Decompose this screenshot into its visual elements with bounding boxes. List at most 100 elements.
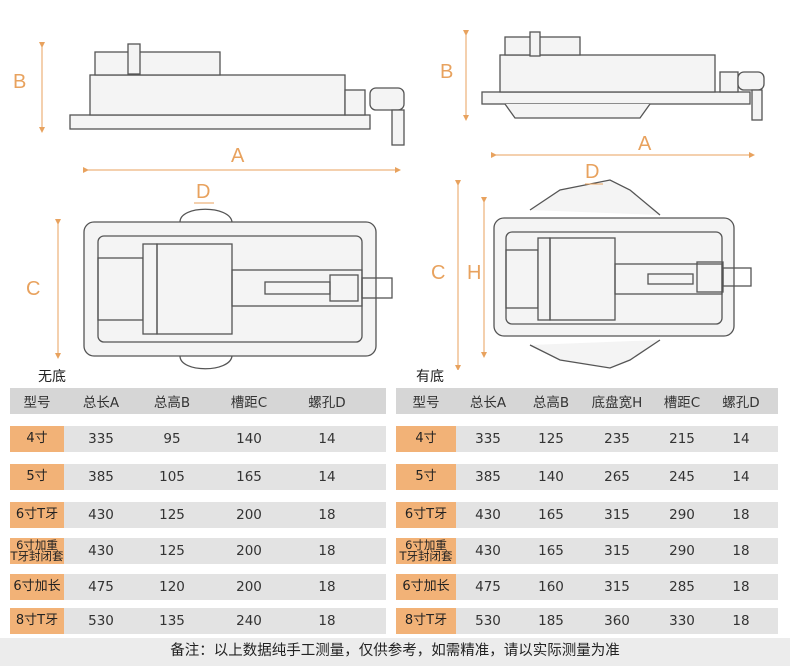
- value-cell: 18: [318, 579, 336, 595]
- value-cell: 14: [318, 469, 336, 485]
- dim-label-a-right: A: [638, 133, 652, 155]
- model-cell: 6寸T牙: [10, 502, 64, 528]
- header-cell: 槽距C: [230, 395, 268, 411]
- value-cell: 475: [88, 579, 114, 595]
- header-cell: 型号: [23, 395, 51, 411]
- value-cell: 335: [88, 431, 114, 447]
- value-cell: 185: [538, 613, 564, 629]
- value-cell: 335: [475, 431, 501, 447]
- value-cell: 235: [604, 431, 630, 447]
- value-cell: 18: [318, 507, 336, 523]
- value-cell: 265: [604, 469, 630, 485]
- technical-drawings: B A D C B A D C H: [13, 30, 765, 370]
- dim-label-d-right: D: [585, 161, 600, 183]
- table-row: 4寸 335 95 140 14: [10, 426, 386, 452]
- vise-drawings-svg: [39, 30, 765, 370]
- table-row: 6寸加长 475 160 315 285 18: [396, 574, 778, 600]
- value-cell: 125: [159, 543, 185, 559]
- value-cell: 430: [475, 543, 501, 559]
- dim-label-a-left: A: [231, 145, 245, 167]
- header-cell: 总长A: [82, 395, 120, 411]
- table-row: 6寸T牙 430 165 315 290 18: [396, 502, 778, 528]
- table-row: 6寸T牙 430 125 200 18: [10, 502, 386, 528]
- header-cell: 螺孔D: [308, 395, 346, 411]
- value-cell: 125: [538, 431, 564, 447]
- table-row: 8寸T牙 530 185 360 330 18: [396, 608, 778, 634]
- value-cell: 18: [732, 613, 750, 629]
- value-cell: 430: [475, 507, 501, 523]
- model-cell: 5寸: [10, 464, 64, 490]
- value-cell: 165: [236, 469, 262, 485]
- header-cell: 螺孔D: [722, 395, 760, 411]
- header-cell: 总长A: [469, 395, 507, 411]
- dim-label-c-left: C: [26, 278, 41, 300]
- table-left: 无底 型号 总长A 总高B 槽距C 螺孔D 4寸 335 95 140 14 5…: [10, 368, 386, 634]
- value-cell: 285: [669, 579, 695, 595]
- right-top-view: [493, 179, 752, 369]
- left-top-view: [83, 208, 393, 370]
- model-cell: 8寸T牙: [10, 608, 64, 634]
- value-cell: 135: [159, 613, 185, 629]
- model-cell: 8寸T牙: [396, 608, 456, 634]
- table-row: 5寸 385 105 165 14: [10, 464, 386, 490]
- value-cell: 530: [475, 613, 501, 629]
- header-cell: 总高B: [532, 395, 570, 411]
- model-cell: 6寸T牙: [396, 502, 456, 528]
- header-cell: 型号: [412, 395, 440, 411]
- value-cell: 200: [236, 507, 262, 523]
- value-cell: 125: [159, 507, 185, 523]
- right-side-view: [481, 31, 765, 121]
- value-cell: 18: [318, 543, 336, 559]
- model-cell: 4寸: [396, 426, 456, 452]
- value-cell: 18: [318, 613, 336, 629]
- value-cell: 160: [538, 579, 564, 595]
- value-cell: 240: [236, 613, 262, 629]
- value-cell: 290: [669, 507, 695, 523]
- header-cell: 总高B: [153, 395, 191, 411]
- value-cell: 315: [604, 543, 630, 559]
- value-cell: 530: [88, 613, 114, 629]
- header-cell: 底盘宽H: [591, 395, 643, 411]
- left-side-view: [69, 43, 405, 146]
- value-cell: 120: [159, 579, 185, 595]
- model-cell: 6寸加长: [396, 574, 456, 600]
- value-cell: 290: [669, 543, 695, 559]
- value-cell: 360: [604, 613, 630, 629]
- footer-note: 备注：以上数据纯手工测量，仅供参考，如需精准，请以实际测量为准: [0, 638, 790, 666]
- dim-label-c-right: C: [431, 262, 446, 284]
- value-cell: 385: [88, 469, 114, 485]
- table-left-title: 无底: [38, 369, 66, 385]
- dim-label-b-right: B: [440, 61, 454, 83]
- value-cell: 140: [236, 431, 262, 447]
- dim-label-b-left: B: [13, 71, 27, 93]
- table-right: 有底 型号 总长A 总高B 底盘宽H 槽距C 螺孔D 4寸 335 125 23…: [396, 368, 778, 634]
- model-cell: 4寸: [10, 426, 64, 452]
- table-row: 6寸加长 475 120 200 18: [10, 574, 386, 600]
- dim-label-h-right: H: [467, 262, 482, 284]
- value-cell: 165: [538, 507, 564, 523]
- dim-label-d-left: D: [196, 181, 211, 203]
- value-cell: 165: [538, 543, 564, 559]
- value-cell: 200: [236, 579, 262, 595]
- value-cell: 18: [732, 507, 750, 523]
- value-cell: 140: [538, 469, 564, 485]
- value-cell: 475: [475, 579, 501, 595]
- value-cell: 14: [732, 469, 750, 485]
- value-cell: 430: [88, 543, 114, 559]
- table-row: 8寸T牙 530 135 240 18: [10, 608, 386, 634]
- table-row: 4寸 335 125 235 215 14: [396, 426, 778, 452]
- value-cell: 14: [732, 431, 750, 447]
- value-cell: 18: [732, 579, 750, 595]
- model-cell: 6寸加长: [10, 574, 64, 600]
- value-cell: 105: [159, 469, 185, 485]
- value-cell: 330: [669, 613, 695, 629]
- value-cell: 18: [732, 543, 750, 559]
- value-cell: 315: [604, 579, 630, 595]
- table-left-header: 型号 总长A 总高B 槽距C 螺孔D: [10, 388, 386, 414]
- table-right-header: 型号 总长A 总高B 底盘宽H 槽距C 螺孔D: [396, 388, 778, 414]
- table-row: 5寸 385 140 265 245 14: [396, 464, 778, 490]
